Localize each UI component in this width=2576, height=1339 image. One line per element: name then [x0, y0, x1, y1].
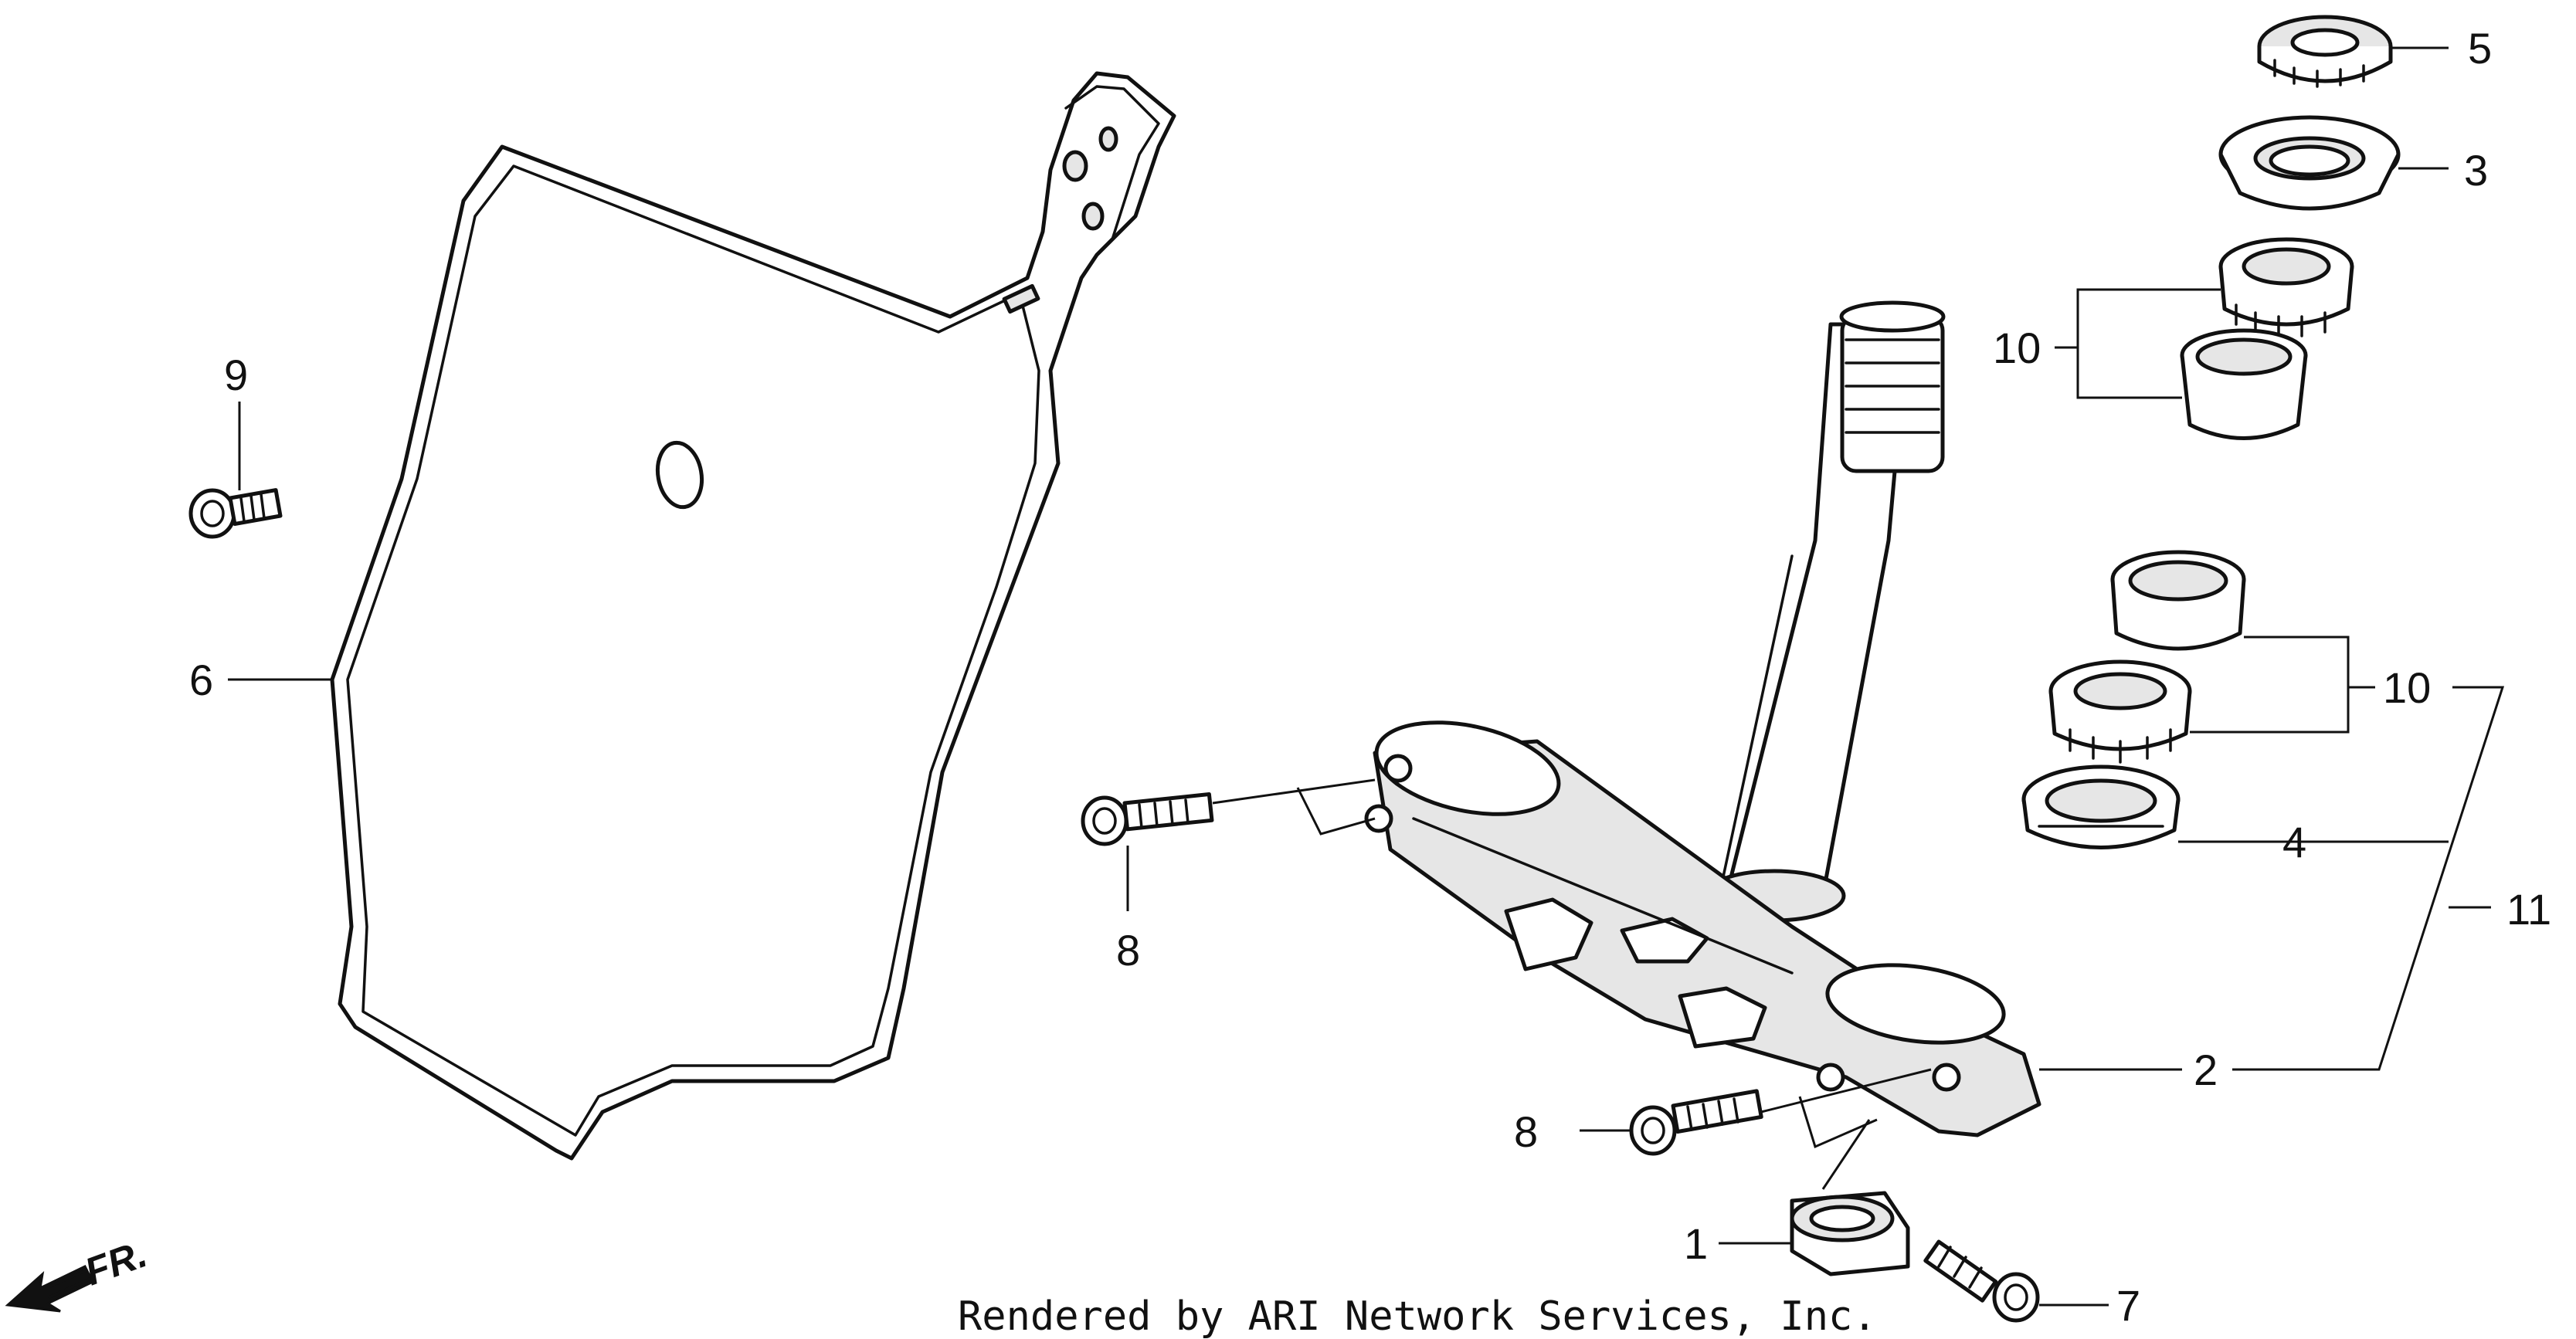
front-direction-label: FR. [80, 1232, 153, 1293]
number-plate-part [330, 71, 1176, 1161]
callout-9: 9 [224, 351, 248, 399]
callout-10-lower: 10 [2383, 663, 2431, 712]
callout-6: 6 [189, 656, 213, 704]
nut-part [2257, 15, 2393, 88]
callout-3: 3 [2464, 146, 2488, 195]
callout-1: 1 [1684, 1219, 1708, 1268]
bolt-9-part [188, 488, 283, 539]
dust-seal-part [2218, 115, 2401, 211]
callout-7: 7 [2116, 1281, 2140, 1330]
bolt-8-upper-part [1081, 792, 1214, 846]
callout-8-lower: 8 [1514, 1107, 1538, 1156]
callout-8-upper: 8 [1116, 926, 1140, 975]
lower-seal-part [2021, 764, 2181, 849]
lower-race-part [2110, 550, 2246, 651]
callout-4: 4 [2282, 818, 2306, 866]
callout-10-upper: 10 [1993, 324, 2041, 372]
steering-stem-part [1364, 300, 2041, 1137]
leader-lines [228, 46, 2505, 1307]
callout-5: 5 [2468, 24, 2492, 73]
clamp-part [1790, 1191, 1910, 1276]
upper-race-part [2180, 328, 2308, 440]
callout-11: 11 [2506, 885, 2551, 934]
callout-2: 2 [2194, 1046, 2218, 1094]
bolt-7-part [1923, 1239, 2040, 1323]
front-direction-arrow-icon [5, 1265, 95, 1313]
bolt-8-lower-part [1629, 1089, 1763, 1156]
upper-bearing-part [2218, 237, 2354, 337]
footer-credit: Rendered by ARI Network Services, Inc. [958, 1293, 1877, 1339]
lower-bearing-part [2048, 659, 2192, 764]
